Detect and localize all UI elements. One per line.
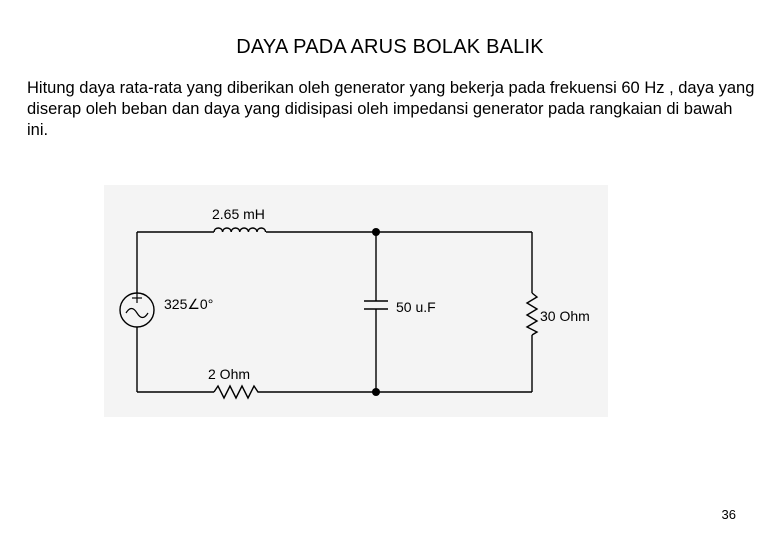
junction-bottom-dot: [372, 388, 380, 396]
load-resistor-label: 30 Ohm: [540, 308, 590, 324]
page-number: 36: [721, 507, 736, 522]
circuit-svg: 2.65 mH 325∠0° 50 u.F 30 Ohm 2 Ohm: [104, 185, 608, 417]
junction-top-dot: [372, 228, 380, 236]
inductor-label: 2.65 mH: [212, 206, 265, 222]
load-resistor-icon: [525, 292, 539, 336]
ac-source-icon: [119, 292, 155, 328]
capacitor-label: 50 u.F: [396, 299, 436, 315]
source-resistor-label: 2 Ohm: [208, 366, 250, 382]
circuit-wires: [136, 231, 533, 393]
circuit-diagram: 2.65 mH 325∠0° 50 u.F 30 Ohm 2 Ohm: [104, 185, 608, 417]
circuit-background: [104, 185, 608, 417]
source-resistor-icon: [213, 384, 261, 400]
slide-title: DAYA PADA ARUS BOLAK BALIK: [236, 36, 544, 58]
capacitor-icon: [364, 300, 388, 310]
source-label: 325∠0°: [164, 296, 213, 312]
inductor-icon: [213, 227, 267, 233]
problem-text: Hitung daya rata-rata yang diberikan ole…: [27, 79, 755, 139]
